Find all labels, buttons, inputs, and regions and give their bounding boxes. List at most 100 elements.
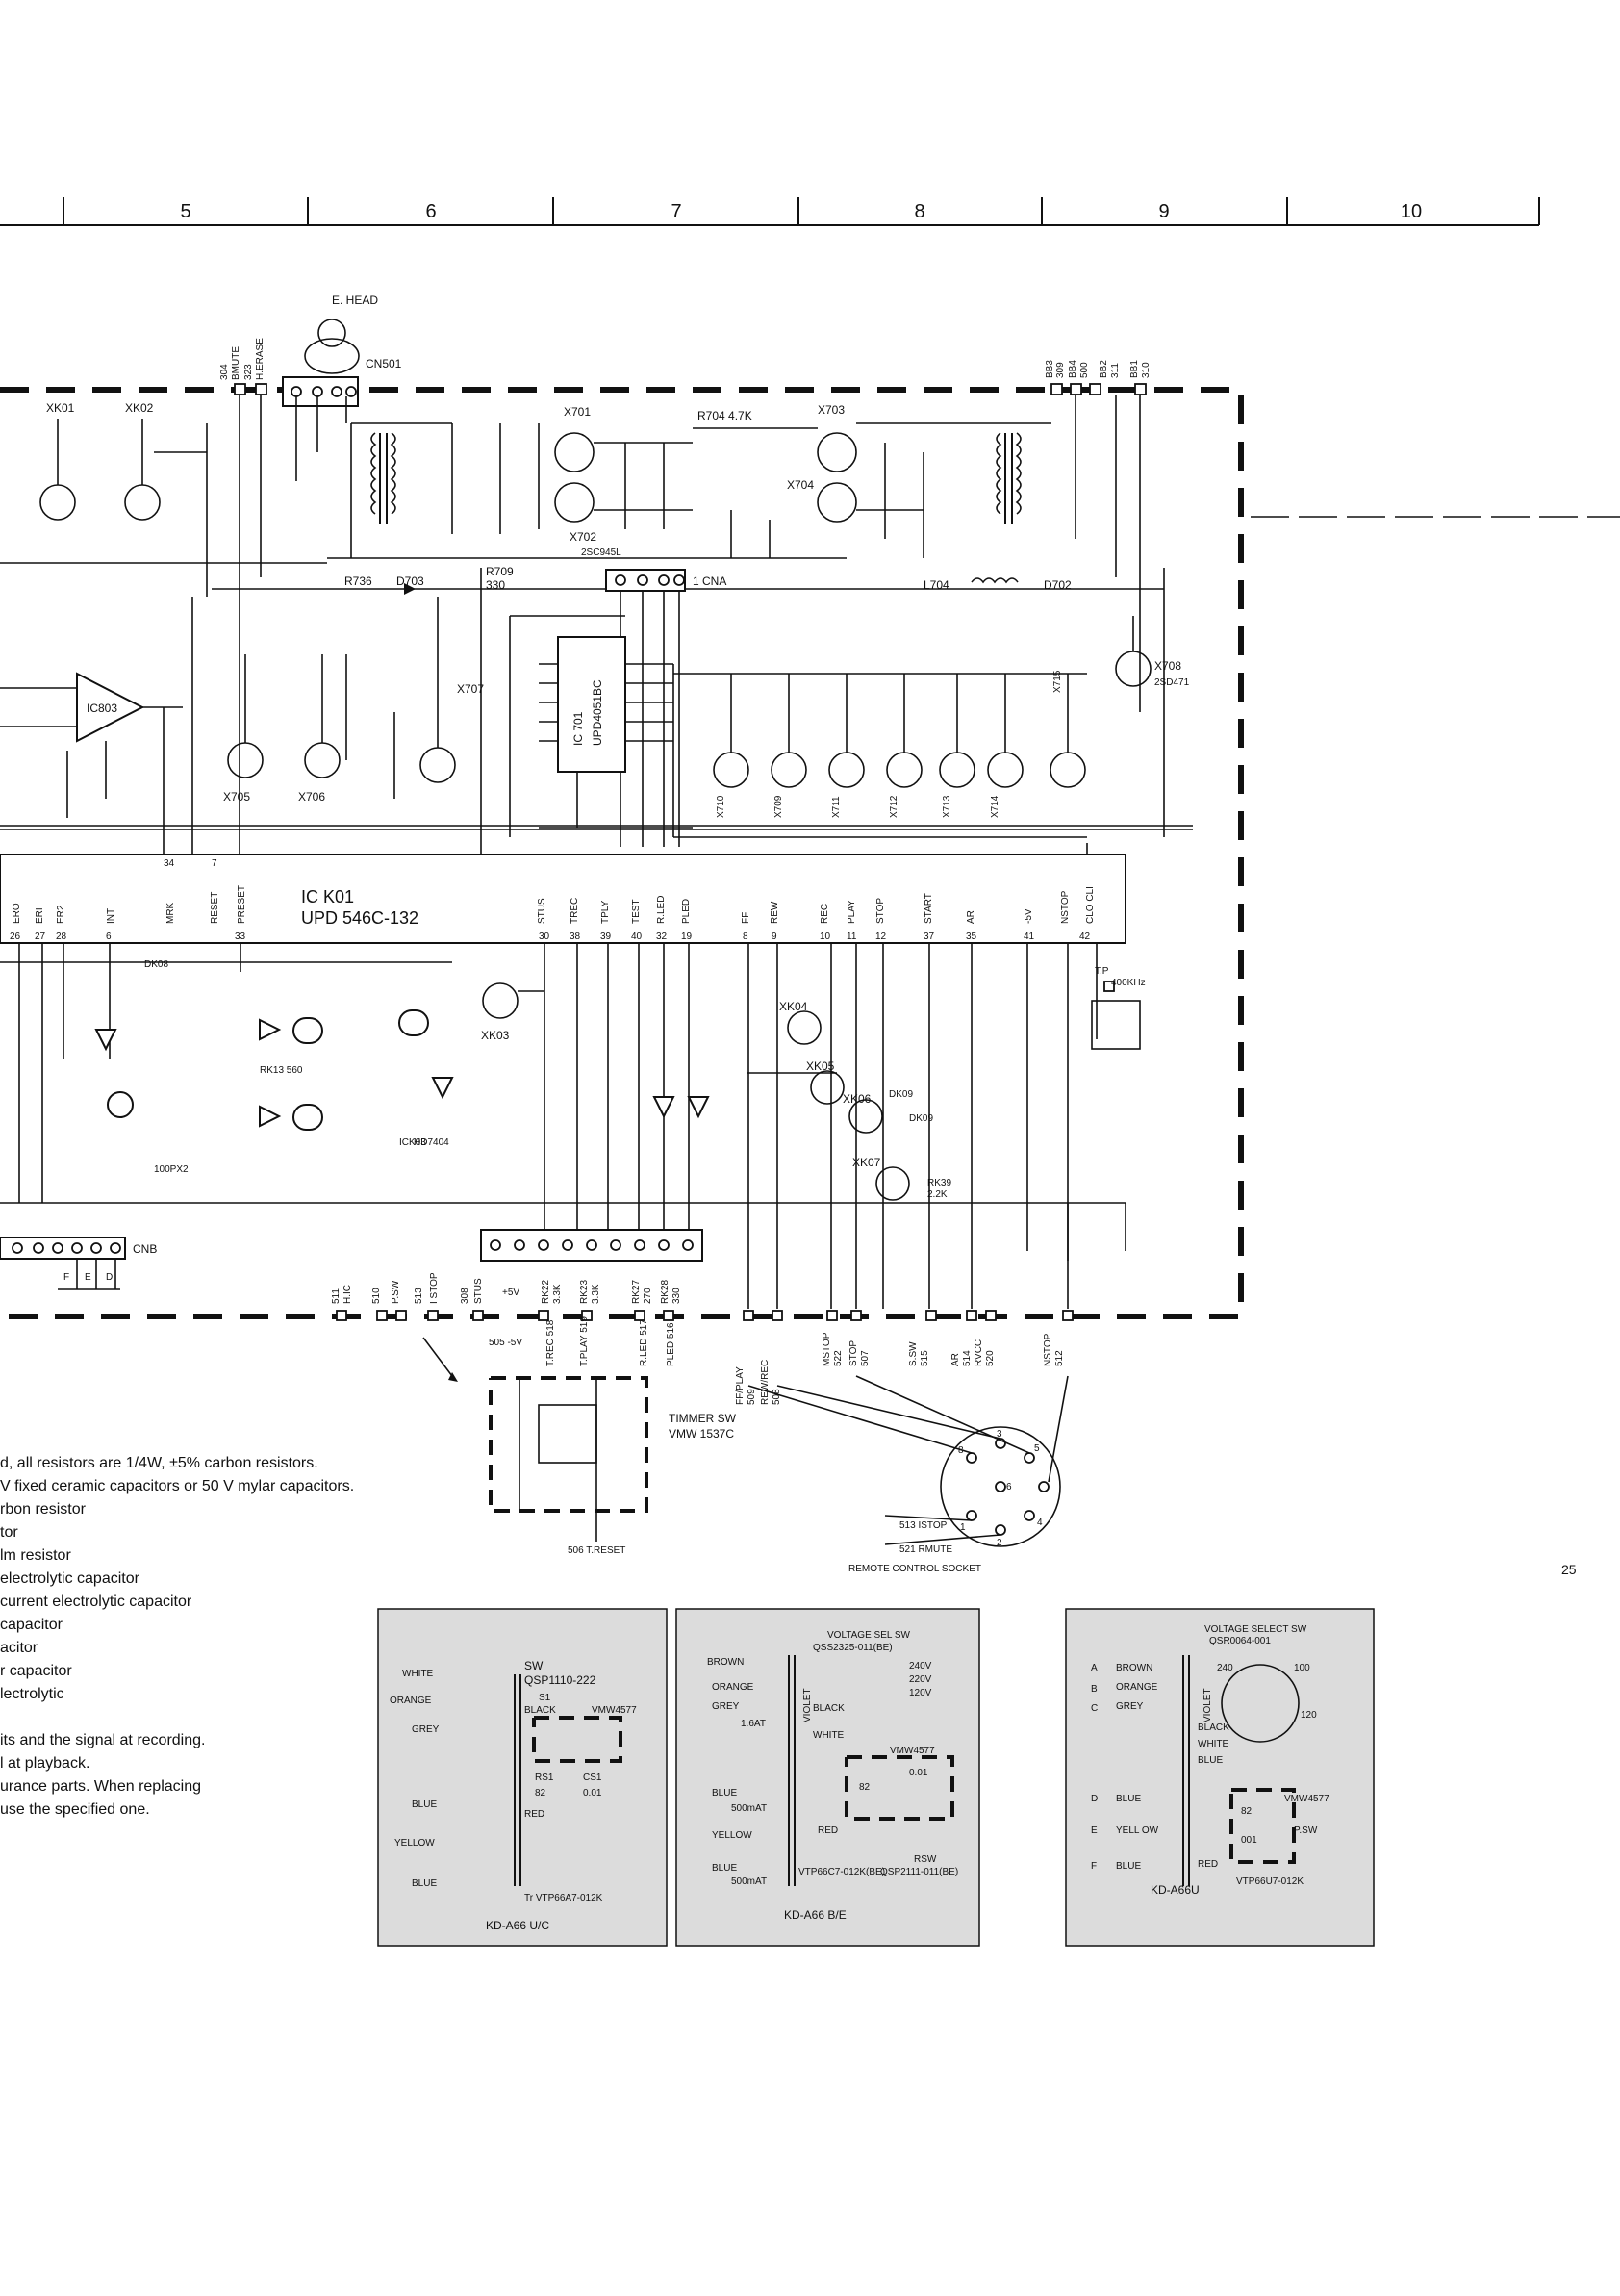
pin-num-26: 26 <box>10 931 21 942</box>
terminal-bb4: BB4 <box>1068 360 1078 378</box>
dk08-label: DK09 <box>889 1089 913 1100</box>
timer-top-label: 505 -5V <box>489 1338 522 1348</box>
panel3-letter-a: A <box>1091 1663 1098 1673</box>
pin-tply: TPLY <box>600 900 611 924</box>
panel3-wire-brown: BROWN <box>1116 1663 1152 1673</box>
ic701-block: IC 701 UPD4051BC <box>509 615 693 837</box>
panel3-sw-part: QSR0064-001 <box>1209 1636 1271 1646</box>
xk01-label: XK01 <box>46 401 75 415</box>
terminal-512: 512 <box>1054 1350 1065 1366</box>
panel2-white: WHITE <box>813 1730 845 1741</box>
pin-num-30: 30 <box>539 931 550 942</box>
ic-k01-chip <box>0 854 1126 944</box>
xk04-label: XK04 <box>779 1000 808 1013</box>
pin-num-40: 40 <box>631 931 643 942</box>
note-line-8: capacitor <box>0 1617 63 1633</box>
terminal-ar: AR <box>950 1353 961 1366</box>
note-line-1: d, all resistors are 1/4W, ±5% carbon re… <box>0 1455 318 1471</box>
terminal-514: 514 <box>962 1350 973 1366</box>
l704-label: L704 <box>924 578 949 592</box>
panel2-fuse-3: 500mAT <box>731 1876 767 1887</box>
rk39-value: 2.2K <box>927 1189 948 1200</box>
panel3-volt-100: 100 <box>1294 1663 1310 1673</box>
terminal-rk23: RK23 <box>579 1280 590 1304</box>
x703-label: X703 <box>818 403 845 417</box>
panel2-red: RED <box>818 1825 838 1836</box>
power-panel-uc: SW QSP1110-222 S1 BLACK VMW4577 RS1 82 C… <box>377 1608 668 1947</box>
panel2-volt-120: 120V <box>909 1688 932 1698</box>
x704-transistor <box>817 482 857 523</box>
d702-label: D702 <box>1044 578 1072 592</box>
x701-label: X701 <box>564 405 591 419</box>
pin-num-6: 6 <box>106 931 112 942</box>
panel2-transformer: VTP66C7-012K(BE) <box>798 1867 885 1877</box>
panel1-c-value: 0.01 <box>583 1788 602 1799</box>
ic803-block: IC803 <box>0 597 1193 861</box>
timer-tplay-label: T.PLAY 519 <box>579 1316 590 1366</box>
note-line-7: current electrolytic capacitor <box>0 1594 192 1610</box>
panel1-r-value: 82 <box>535 1788 546 1799</box>
x702-part: 2SC945L <box>581 548 621 558</box>
pin-num-37: 37 <box>924 931 935 942</box>
panel3-letter-f: F <box>1091 1861 1097 1872</box>
d703-label: D703 <box>396 574 424 588</box>
panel3-c-value: 001 <box>1241 1835 1257 1846</box>
pin-num-38: 38 <box>570 931 581 942</box>
panel3-letter-c: C <box>1091 1703 1098 1714</box>
pin-num-10: 10 <box>820 931 831 942</box>
panel3-wire-blue: BLUE <box>1116 1794 1141 1804</box>
column-number-10: 10 <box>1401 201 1422 222</box>
panel1-cs1: CS1 <box>583 1773 602 1783</box>
x715-label: X715 <box>1052 670 1063 693</box>
erase-head-block: E. HEAD CN501 <box>282 293 402 481</box>
x714-label: X714 <box>990 795 1000 818</box>
panel2-sw: VOLTAGE SEL SW <box>827 1630 911 1641</box>
x711-label: X711 <box>831 796 842 818</box>
pin-pled: PLED <box>681 899 692 924</box>
column-number-9: 9 <box>1158 201 1169 222</box>
terminal-hic: H.IC <box>342 1285 353 1304</box>
terminal-stus: STUS <box>473 1278 484 1304</box>
xk07-label: XK07 <box>852 1156 881 1169</box>
pin-rec: REC <box>820 904 830 924</box>
inverter-gate <box>687 1096 710 1119</box>
head-label: E. HEAD <box>332 293 378 307</box>
note-line-4: tor <box>0 1524 18 1541</box>
panel3-wire-blue-2: BLUE <box>1116 1861 1141 1872</box>
pin-rled: R.LED <box>656 896 667 924</box>
remote-pin-5: 5 <box>1034 1443 1040 1454</box>
panel3-red: RED <box>1198 1859 1218 1870</box>
pin-play: PLAY <box>847 900 857 924</box>
panel2-rsw-part: QSP2111-011(BE) <box>880 1867 958 1877</box>
panel2-wire-blue-2: BLUE <box>712 1863 737 1874</box>
timer-pled-label: PLED 516 <box>666 1322 676 1366</box>
panel2-c-value: 0.01 <box>909 1768 928 1778</box>
x701-transistor <box>554 432 595 472</box>
cnb-pin-f: F <box>63 1272 69 1283</box>
pin-stop: STOP <box>875 898 886 924</box>
cna-label: 1 CNA <box>693 574 726 588</box>
terminal-rewrec: REW/REC <box>760 1360 771 1405</box>
panel3-wire-yellow: YELL OW <box>1116 1825 1159 1836</box>
panel1-rs1: RS1 <box>535 1773 554 1783</box>
terminal-rk28: RK28 <box>660 1280 671 1304</box>
pin-int: INT <box>106 908 116 924</box>
connector-8pin <box>480 1229 703 1262</box>
note-line-3: rbon resistor <box>0 1501 87 1518</box>
x707-label: X707 <box>457 682 484 696</box>
timer-rled-label: R.LED 517 <box>639 1319 649 1366</box>
panel3-r-value: 82 <box>1241 1806 1253 1817</box>
note-line-11: lectrolytic <box>0 1686 64 1702</box>
terminal-311: 311 <box>1110 363 1121 378</box>
terminal-ssw: S.SW <box>908 1341 919 1366</box>
cnb-pin-d: D <box>106 1272 113 1283</box>
column-number-5: 5 <box>180 201 190 222</box>
bottom-terminals: 511 H.IC 510 P.SW 513 I STOP 308 STUS +5… <box>331 1272 1074 1405</box>
panel1-title: KD-A66 U/C <box>486 1919 549 1932</box>
timer-trec-label: T.REC 518 <box>545 1319 556 1366</box>
panel3-black: BLACK <box>1198 1722 1229 1733</box>
panel2-fuse-2: 500mAT <box>731 1803 767 1814</box>
pin-nstop: NSTOP <box>1060 890 1071 924</box>
pin-num-9: 9 <box>772 931 777 942</box>
led-driver-transistors: X705 X706 X707 X708 2SD471 X710 X709 X71… <box>223 597 1190 838</box>
